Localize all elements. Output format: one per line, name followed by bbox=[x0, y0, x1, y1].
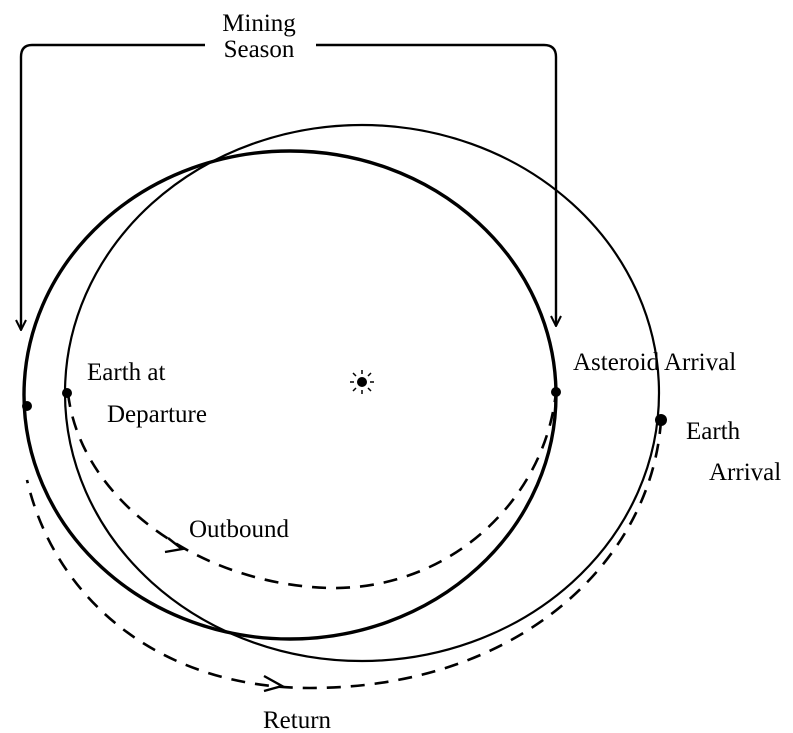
asteroid-arrival-label: Asteroid Arrival bbox=[573, 349, 736, 376]
return-trajectory bbox=[25, 419, 663, 690]
earth-orbit bbox=[22, 149, 558, 641]
outbound-trajectory bbox=[66, 391, 558, 590]
asteroid-arrival-dot bbox=[551, 387, 561, 397]
mining-season-label-line1: Mining bbox=[222, 10, 296, 37]
earth-departure-label-line1: Earth at bbox=[87, 359, 165, 386]
earth-orbit-left-dot bbox=[22, 401, 32, 411]
earth-departure-dot bbox=[62, 388, 72, 398]
earth-arrival-dot bbox=[655, 414, 667, 426]
outbound-label: Outbound bbox=[189, 516, 290, 543]
mining-season-bracket-left bbox=[21, 43, 205, 330]
mining-season-bracket-right bbox=[316, 43, 556, 326]
earth-departure-label-line2: Departure bbox=[107, 401, 207, 428]
mining-season-label-line2: Season bbox=[224, 36, 295, 63]
earth-arrival-label-line1: Earth bbox=[686, 418, 741, 445]
return-label: Return bbox=[263, 707, 332, 733]
return-arrow-icon bbox=[263, 674, 286, 693]
earth-arrival-label-line2: Arrival bbox=[709, 459, 781, 486]
sun-icon bbox=[350, 370, 374, 394]
outbound-arrow-icon bbox=[164, 537, 185, 554]
